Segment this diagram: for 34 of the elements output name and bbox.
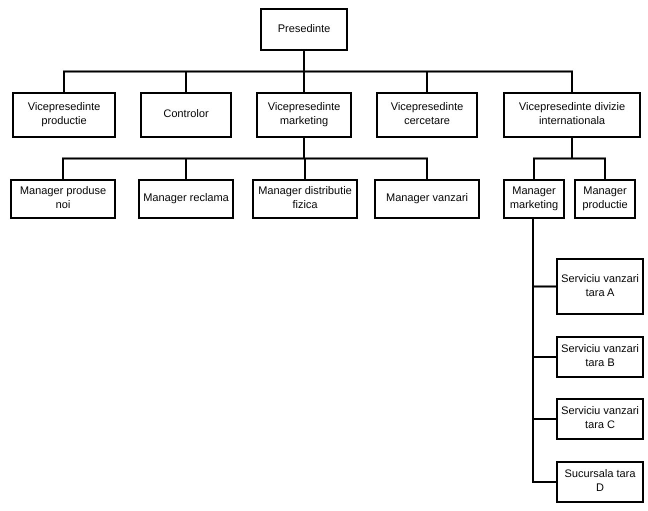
box-label: Vicepresedinte productie [26, 101, 102, 129]
org-box [376, 92, 478, 138]
box-label: Serviciu vanzari tara B [560, 343, 640, 371]
org-box [12, 92, 116, 138]
org-box [374, 179, 480, 219]
org-box [252, 179, 358, 219]
org-box [138, 179, 234, 219]
org-box [574, 179, 636, 219]
box-label: Manager reclama [143, 192, 229, 206]
box-label: Vicepresedinte divizie internationala [518, 101, 626, 129]
box-label: Manager vanzari [386, 192, 468, 206]
box-label: Sucursala tara D [564, 468, 636, 496]
box-label: Manager productie [581, 185, 629, 213]
box-label: Serviciu vanzari tara C [560, 405, 640, 433]
org-box [260, 8, 348, 51]
box-label: Serviciu vanzari tara A [560, 272, 640, 300]
org-box [503, 179, 565, 219]
org-box [256, 92, 352, 138]
org-box [503, 92, 641, 138]
org-box [556, 336, 644, 378]
org-box [556, 461, 644, 503]
connector-line [532, 219, 556, 483]
org-box [140, 92, 232, 138]
box-label: Vicepresedinte cercetare [390, 101, 464, 129]
box-label: Vicepresedinte marketing [266, 101, 342, 129]
connector-line [303, 51, 573, 92]
box-label: Manager marketing [508, 185, 560, 213]
org-box [10, 179, 116, 219]
org-box [556, 258, 644, 315]
org-box [556, 398, 644, 440]
box-label: Manager produse noi [18, 185, 108, 213]
box-label: Controlor [163, 108, 209, 122]
box-label: Presedinte [278, 22, 330, 36]
box-label: Manager distributie fizica [257, 185, 353, 213]
